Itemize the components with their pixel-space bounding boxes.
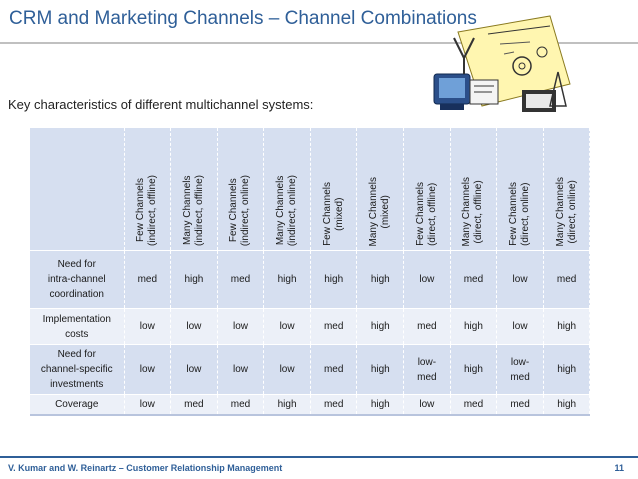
table-cell: low bbox=[403, 394, 451, 416]
footer-citation: V. Kumar and W. Reinartz – Customer Rela… bbox=[8, 463, 283, 473]
column-header: Many Channels (direct, online) bbox=[543, 128, 591, 251]
table-cell: high bbox=[543, 344, 591, 395]
table-cell: low bbox=[124, 394, 172, 416]
table-cell: low bbox=[263, 308, 311, 345]
table-cell: low bbox=[496, 250, 544, 309]
table-row: Need for intra-channel coordination med … bbox=[30, 250, 591, 309]
column-header: Many Channels (direct, offline) bbox=[450, 128, 498, 251]
table-cell: low- med bbox=[403, 344, 451, 395]
table-cell: high bbox=[450, 344, 498, 395]
row-label: Implementation costs bbox=[30, 308, 125, 345]
page-number: 11 bbox=[614, 463, 624, 473]
table-cell: high bbox=[356, 250, 405, 309]
table-cell: low bbox=[263, 344, 311, 395]
table-cell: med bbox=[217, 394, 265, 416]
table-row: Implementation costs low low low low med… bbox=[30, 308, 591, 345]
table-cell: med bbox=[310, 344, 358, 395]
table-cell: high bbox=[263, 394, 311, 416]
table-cell: high bbox=[263, 250, 311, 309]
table-cell: high bbox=[543, 394, 591, 416]
table-cell: high bbox=[170, 250, 218, 309]
table-cell: med bbox=[543, 250, 591, 309]
row-label: Coverage bbox=[30, 394, 125, 416]
table-corner-cell bbox=[30, 128, 125, 251]
table-cell: high bbox=[356, 394, 405, 416]
communication-channels-icon bbox=[433, 15, 571, 112]
table-row: Coverage low med med high med high low m… bbox=[30, 394, 591, 416]
column-header: Few Channels (direct, online) bbox=[496, 128, 544, 251]
footer-divider bbox=[0, 456, 638, 458]
table-cell: low- med bbox=[496, 344, 544, 395]
table-cell: low bbox=[403, 250, 451, 309]
table-cell: med bbox=[310, 308, 358, 345]
table-cell: med bbox=[217, 250, 265, 309]
slide-subtitle: Key characteristics of different multich… bbox=[8, 97, 314, 112]
slide-title: CRM and Marketing Channels – Channel Com… bbox=[9, 8, 477, 29]
table-cell: low bbox=[496, 308, 544, 345]
table-cell: low bbox=[124, 344, 172, 395]
column-header: Many Channels (indirect, offline) bbox=[170, 128, 218, 251]
row-label: Need for channel-specific investments bbox=[30, 344, 125, 395]
table-cell: med bbox=[170, 394, 218, 416]
table-row: Need for channel-specific investments lo… bbox=[30, 344, 591, 395]
table-cell: med bbox=[450, 250, 498, 309]
column-header: Few Channels (direct, offline) bbox=[403, 128, 451, 251]
table-cell: med bbox=[403, 308, 451, 345]
table-cell: low bbox=[170, 344, 218, 395]
channel-combinations-table: Few Channels (indirect, offline) Many Ch… bbox=[30, 128, 591, 416]
table-cell: med bbox=[310, 394, 358, 416]
table-cell: low bbox=[217, 308, 265, 345]
table-cell: high bbox=[356, 308, 405, 345]
table-cell: med bbox=[450, 394, 498, 416]
column-header: Many Channels (mixed) bbox=[356, 128, 405, 251]
column-header: Many Channels (indirect, online) bbox=[263, 128, 311, 251]
table-cell: low bbox=[217, 344, 265, 395]
table-cell: med bbox=[124, 250, 172, 309]
table-cell: med bbox=[496, 394, 544, 416]
column-header: Few Channels (indirect, online) bbox=[217, 128, 265, 251]
table-cell: low bbox=[124, 308, 172, 345]
table-header-row: Few Channels (indirect, offline) Many Ch… bbox=[30, 128, 591, 251]
column-header: Few Channels (mixed) bbox=[310, 128, 358, 251]
row-label: Need for intra-channel coordination bbox=[30, 250, 125, 309]
title-divider bbox=[0, 42, 638, 44]
table-cell: high bbox=[543, 308, 591, 345]
table-cell: high bbox=[310, 250, 358, 309]
table-cell: low bbox=[170, 308, 218, 345]
column-header: Few Channels (indirect, offline) bbox=[124, 128, 172, 251]
table-cell: high bbox=[356, 344, 405, 395]
table-cell: high bbox=[450, 308, 498, 345]
